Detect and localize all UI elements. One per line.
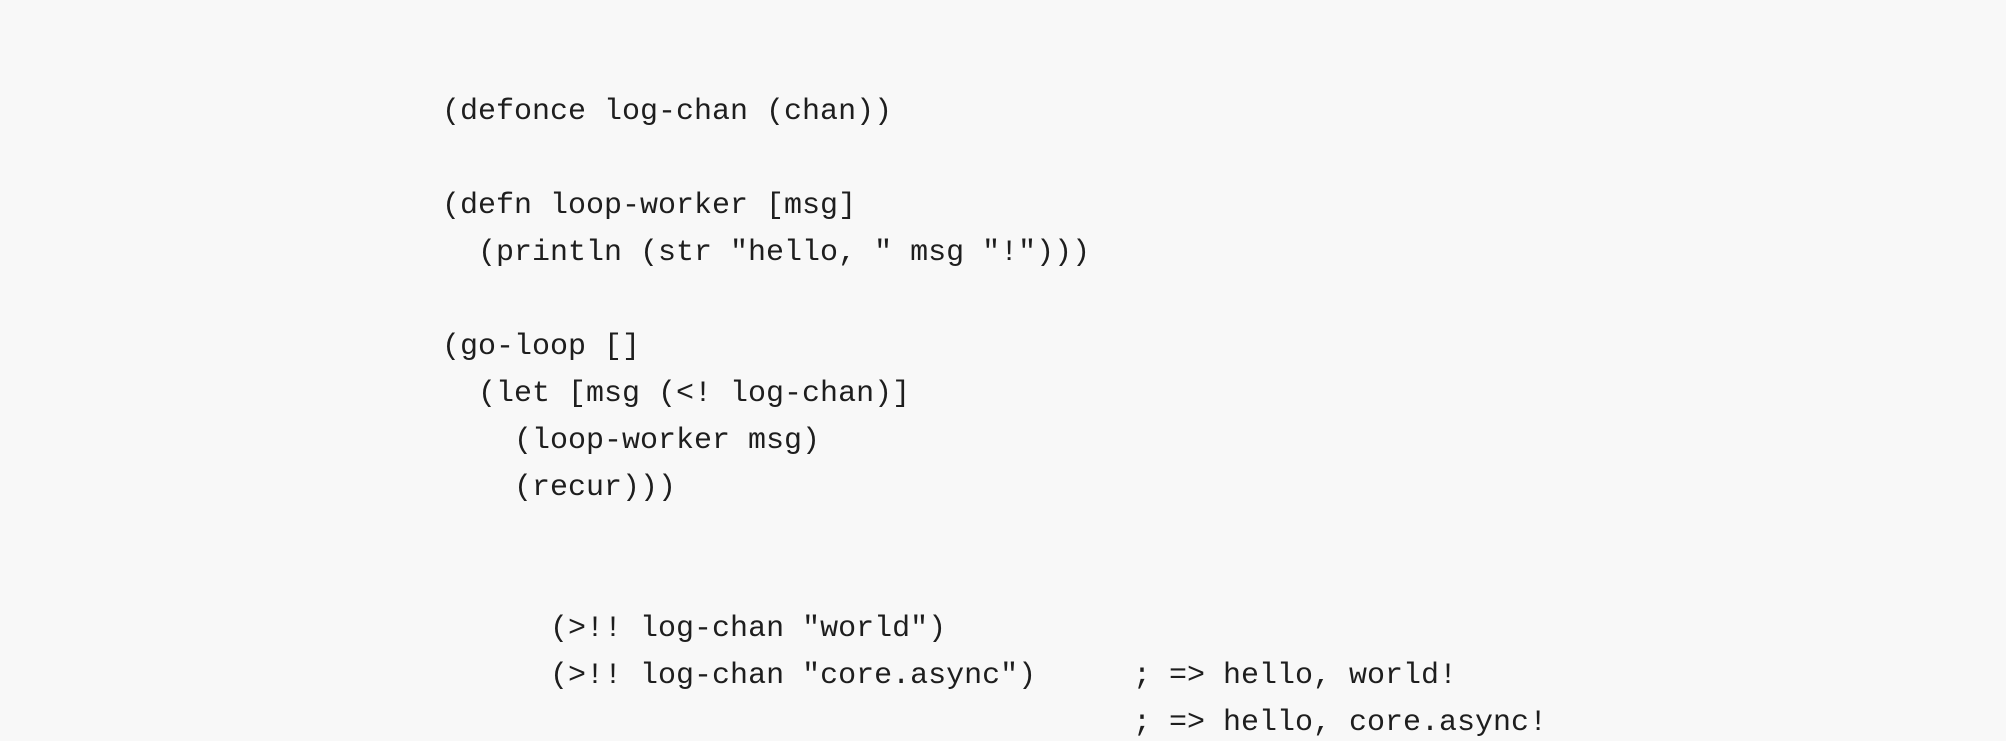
code-text: (defonce log-chan (chan)) bbox=[442, 95, 893, 129]
code-line: (loop-worker msg) bbox=[442, 418, 1090, 465]
code-text: (defn loop-worker [msg] bbox=[442, 189, 857, 223]
blank-line bbox=[442, 512, 1090, 559]
code-text: (let [msg (<! log-chan)] bbox=[442, 377, 911, 411]
code-text: (loop-worker msg) bbox=[442, 424, 821, 458]
code-text: (>!! log-chan "world") bbox=[550, 612, 947, 646]
code-line: (println (str "hello, " msg "!"))) bbox=[442, 230, 1090, 277]
code-line: (defonce log-chan (chan)) bbox=[442, 89, 1090, 136]
code-line: (>!! log-chan "core.async") ; => hello, … bbox=[442, 606, 1547, 740]
code-text: (println (str "hello, " msg "!"))) bbox=[442, 236, 1091, 270]
code-text: (>!! log-chan "core.async") bbox=[550, 659, 1037, 693]
code-line: (recur))) bbox=[442, 465, 1090, 512]
code-text: (recur))) bbox=[442, 471, 677, 505]
code-line: (go-loop [] bbox=[442, 324, 1090, 371]
code-line: (defn loop-worker [msg] bbox=[442, 183, 1090, 230]
code-line: (>!! log-chan "world") ; => hello, world… bbox=[442, 559, 1457, 693]
blank-line bbox=[442, 136, 1090, 183]
code-block: (defonce log-chan (chan)) (defn loop-wor… bbox=[442, 89, 1547, 740]
blank-line bbox=[442, 277, 1090, 324]
code-comment: ; => hello, world! bbox=[1133, 659, 1458, 693]
code-comment: ; => hello, core.async! bbox=[1133, 706, 1548, 740]
code-line: (let [msg (<! log-chan)] bbox=[442, 371, 1090, 418]
code-text: (go-loop [] bbox=[442, 330, 641, 364]
